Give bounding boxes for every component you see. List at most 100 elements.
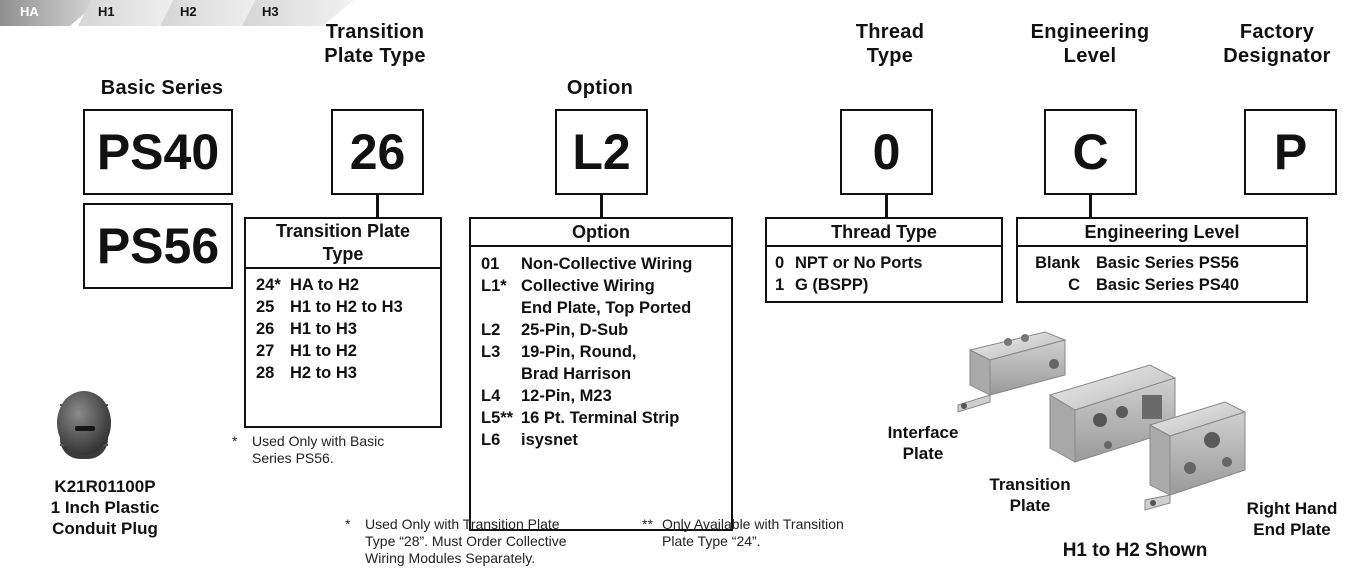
row-desc: 25-Pin, D-Sub bbox=[521, 319, 731, 341]
label-line: Transition bbox=[989, 475, 1071, 494]
conduit-plug-image bbox=[50, 385, 118, 465]
row-code: L4 bbox=[481, 387, 501, 405]
desc-line: Collective Wiring bbox=[521, 277, 655, 295]
footnote-text: Only Available with Transition Plate Typ… bbox=[662, 516, 844, 550]
desc-line: 16 Pt. Terminal Strip bbox=[521, 409, 680, 427]
conduit-plug-icon bbox=[57, 391, 111, 459]
footnote-text: Used Only with Basic Series PS56. bbox=[252, 433, 384, 467]
title-line: Transition Plate bbox=[275, 221, 411, 241]
footnote-line: Used Only with Transition Plate bbox=[365, 516, 560, 532]
label-line: End Plate bbox=[1253, 520, 1331, 539]
option-table: Option 01 Non-Collective Wiring L1* Collec… bbox=[469, 217, 733, 531]
footnote-line: Plate Type “24”. bbox=[662, 533, 761, 549]
table-row: L6 isysnet bbox=[481, 429, 731, 451]
code-box-transition: 26 bbox=[331, 109, 424, 195]
caption-line: Conduit Plug bbox=[52, 519, 158, 538]
option-footnote-1: * Used Only with Transition Plate Type “… bbox=[345, 516, 645, 567]
label-line: Plate bbox=[902, 444, 944, 463]
row-code: L3 bbox=[481, 343, 501, 361]
row-desc: HA to H2 bbox=[290, 276, 360, 294]
desc-line: 19-Pin, Round, bbox=[521, 343, 637, 361]
table-body: 01 Non-Collective Wiring L1* Collective Wi… bbox=[471, 247, 731, 451]
row-desc: Non-Collective Wiring bbox=[521, 253, 731, 275]
right-hand-end-plate-label: Right Hand End Plate bbox=[1232, 498, 1352, 540]
row-code: L5** bbox=[481, 409, 514, 427]
code-box-ps40: PS40 bbox=[83, 109, 233, 195]
footnote-line: Series PS56. bbox=[252, 450, 334, 466]
header-line: Thread bbox=[855, 21, 925, 43]
footnote-mark: ** bbox=[642, 516, 653, 532]
header-line: Designator bbox=[1223, 45, 1331, 67]
header-line: Transition bbox=[325, 21, 425, 43]
desc-line: 12-Pin, M23 bbox=[521, 387, 612, 405]
row-desc: H1 to H3 bbox=[290, 320, 357, 338]
table-row: L3 19-Pin, Round, Brad Harrison bbox=[481, 341, 731, 385]
row-code: 01 bbox=[481, 255, 500, 273]
caption-line: 1 Inch Plastic bbox=[50, 498, 160, 517]
plates-image bbox=[957, 331, 1247, 511]
code-box-thread: 0 bbox=[840, 109, 933, 195]
footnote-mark: * bbox=[232, 433, 238, 449]
header-basic-series: Basic Series bbox=[100, 77, 224, 99]
row-code: 0 bbox=[775, 254, 785, 272]
desc-line: Non-Collective Wiring bbox=[521, 255, 693, 273]
table-row: 01 Non-Collective Wiring bbox=[481, 253, 731, 275]
row-code: C bbox=[1068, 276, 1080, 294]
header-thread-type: Thread Type bbox=[820, 20, 960, 68]
desc-line: Brad Harrison bbox=[521, 365, 632, 383]
connector-line bbox=[600, 195, 603, 218]
interface-plate-label: Interface Plate bbox=[868, 422, 978, 464]
row-desc: 19-Pin, Round, Brad Harrison bbox=[521, 341, 731, 385]
code-box-factory: P bbox=[1244, 109, 1337, 195]
table-row: 26 H1 to H3 bbox=[256, 318, 440, 340]
row-code: L1* bbox=[481, 277, 507, 295]
table-title: Option bbox=[471, 219, 731, 247]
header-line: Type bbox=[866, 45, 914, 67]
row-code: 26 bbox=[256, 320, 275, 338]
transition-plate-label: Transition Plate bbox=[975, 474, 1085, 516]
row-desc: Basic Series PS56 bbox=[1096, 254, 1240, 272]
footnote-line: Used Only with Basic bbox=[252, 433, 385, 449]
code-box-option: L2 bbox=[555, 109, 648, 195]
option-footnote-2: ** Only Available with Transition Plate … bbox=[642, 516, 922, 550]
header-factory-designator: Factory Designator bbox=[1200, 20, 1354, 68]
caption-line: K21R01100P bbox=[54, 477, 156, 496]
label-line: Interface bbox=[887, 423, 959, 442]
row-code: L2 bbox=[481, 321, 501, 339]
header-engineering-level: Engineering Level bbox=[1000, 20, 1180, 68]
header-line: Plate Type bbox=[324, 45, 426, 67]
desc-line: isysnet bbox=[521, 431, 578, 449]
table-row: L4 12-Pin, M23 bbox=[481, 385, 731, 407]
row-code: L6 bbox=[481, 431, 501, 449]
table-row: L2 25-Pin, D-Sub bbox=[481, 319, 731, 341]
header-line: Level bbox=[1063, 45, 1117, 67]
desc-line: 25-Pin, D-Sub bbox=[521, 321, 629, 339]
code-box-ps56: PS56 bbox=[83, 203, 233, 289]
desc-line: End Plate, Top Ported bbox=[521, 299, 692, 317]
header-transition-plate-type: Transition Plate Type bbox=[285, 20, 465, 68]
footnote-line: Only Available with Transition bbox=[662, 516, 844, 532]
footnote-line: Type “28”. Must Order Collective bbox=[365, 533, 567, 549]
row-code: 25 bbox=[256, 298, 275, 316]
tab-ha: HA bbox=[0, 0, 100, 26]
row-desc: 16 Pt. Terminal Strip bbox=[521, 407, 731, 429]
header-line: Factory bbox=[1239, 21, 1315, 43]
table-title: Engineering Level bbox=[1018, 219, 1306, 247]
table-row: 24*HA to H2 bbox=[256, 274, 440, 296]
header-option: Option bbox=[566, 77, 634, 99]
plug-caption: K21R01100P 1 Inch Plastic Conduit Plug bbox=[10, 476, 200, 539]
row-desc: H1 to H2 bbox=[290, 342, 357, 360]
label-line: Right Hand bbox=[1246, 499, 1338, 518]
